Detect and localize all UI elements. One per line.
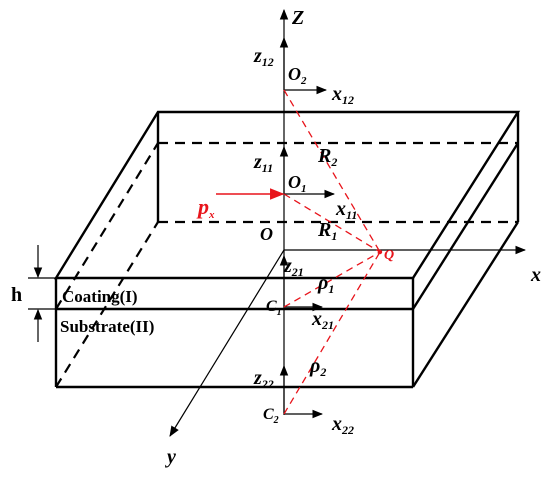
point-q-marker	[377, 249, 383, 255]
load-label: px	[196, 194, 215, 221]
x21-label: x21	[311, 308, 334, 332]
x22-label: x22	[331, 413, 354, 437]
z-axis-label: Z	[291, 7, 304, 29]
origin-c2-label: C2	[263, 406, 279, 426]
right-bottom-edge	[411, 221, 520, 388]
rho1-label: ρ1	[317, 272, 334, 296]
hidden-left-interface	[55, 142, 159, 310]
origin-o2-label: O2	[288, 64, 307, 87]
substrate-label: Substrate(II)	[60, 317, 154, 336]
z12-label: z12	[253, 45, 274, 69]
rho2-label: ρ2	[309, 355, 326, 379]
y-axis	[169, 249, 285, 437]
box-outline	[53, 110, 521, 389]
x12-label: x12	[331, 83, 354, 107]
x-axis-label: x	[530, 264, 541, 286]
right-top-interface-edge	[411, 142, 520, 310]
z11-label: z11	[253, 151, 273, 175]
coating-label: Coating(I)	[62, 287, 138, 306]
point-q-label: Q	[384, 248, 394, 263]
origin-o1-label: O1	[288, 172, 307, 195]
origin-c1-label: C1	[266, 298, 282, 318]
rho1-line	[283, 251, 381, 308]
rho2-line	[283, 251, 381, 415]
r2-line	[283, 89, 381, 253]
y-axis-label: y	[165, 446, 176, 468]
hidden-edges	[55, 141, 518, 388]
origin-o-label: O	[260, 224, 273, 244]
hidden-left-bottom	[55, 221, 159, 388]
x11-label: x11	[335, 198, 357, 222]
thickness-label: h	[11, 284, 22, 306]
r1-line	[283, 193, 381, 253]
distance-lines	[283, 89, 381, 415]
r1-label: R1	[317, 219, 337, 243]
local-axes	[279, 36, 336, 419]
z21-label: z21	[283, 255, 304, 279]
thickness-dimension	[28, 245, 56, 342]
r2-label: R2	[317, 145, 337, 169]
z22-label: z22	[253, 367, 274, 391]
